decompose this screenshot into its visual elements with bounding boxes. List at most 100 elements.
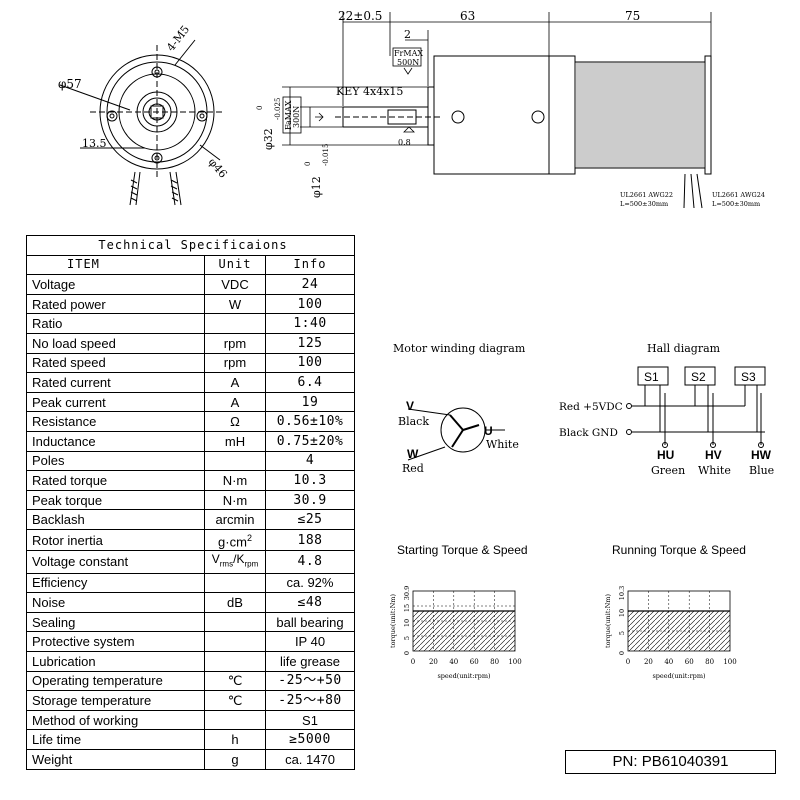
spec-info: 30.9 <box>265 489 355 511</box>
hall-red-5v: Red +5VDC <box>559 401 623 413</box>
fr-value: 500N <box>397 58 419 67</box>
table-header-row: ITEM Unit Info <box>26 254 355 276</box>
table-row: Sealing ball bearing <box>26 611 355 633</box>
unit-text: g·cm <box>218 534 247 550</box>
hall-green: Green <box>651 464 685 477</box>
spec-info: 6.4 <box>265 372 355 393</box>
fa-label: FaMAX <box>284 100 293 130</box>
spec-unit: rpm <box>204 332 266 354</box>
spec-item: Sealing <box>26 611 205 633</box>
spec-info: 24 <box>265 274 355 295</box>
spec-item: Rated power <box>26 293 205 315</box>
spec-item: Rotor inertia <box>26 528 205 552</box>
spec-item: Backlash <box>26 509 205 530</box>
hall-blue: Blue <box>749 464 774 477</box>
spec-item: Ratio <box>26 313 205 334</box>
y-tick-label: 10 <box>403 619 411 627</box>
spec-item: Resistance <box>26 411 205 432</box>
spec-unit: ℃ <box>204 670 266 692</box>
rated-area <box>413 611 515 651</box>
hall-hu: HU <box>657 448 674 462</box>
spec-info: ball bearing <box>265 611 355 633</box>
y-tick-label: 5 <box>403 636 411 640</box>
x-tick-label: 80 <box>490 658 499 666</box>
runout-label: 0.8 <box>398 138 411 147</box>
spec-unit: ℃ <box>204 690 266 711</box>
spec-unit: W <box>204 293 266 315</box>
x-tick-label: 40 <box>664 658 673 666</box>
spec-unit: g·cm2 <box>204 528 266 552</box>
spec-info: -25～+50 <box>265 670 355 692</box>
winding-white: White <box>486 438 519 451</box>
spec-unit <box>204 631 266 652</box>
spec-unit <box>204 611 266 633</box>
spec-info: 19 <box>265 391 355 413</box>
spec-unit <box>204 313 266 334</box>
y-tick-label: 10 <box>618 609 626 617</box>
dim-22-label: 22±0.5 <box>338 9 382 23</box>
spec-unit <box>204 572 266 594</box>
table-title-row: Technical Specificaions <box>26 235 355 256</box>
spec-item: Voltage constant <box>26 550 205 574</box>
fr-label: FrMAX <box>394 49 423 58</box>
spec-unit: rpm <box>204 352 266 374</box>
table-row: Operating temperature℃-25～+50 <box>26 670 355 692</box>
spec-item: Method of working <box>26 709 205 731</box>
x-tick-label: 100 <box>508 658 521 666</box>
x-tick-label: 0 <box>626 658 630 666</box>
spec-item: No load speed <box>26 332 205 354</box>
spec-unit: N·m <box>204 470 266 491</box>
x-axis-label: speed(unit:rpm) <box>437 672 491 680</box>
spec-unit: Vrms/Krpm <box>204 550 266 574</box>
dim-75-label: 75 <box>625 9 640 23</box>
winding-v: V <box>406 399 414 413</box>
phi32-label: φ32 <box>262 128 275 150</box>
part-number-box: PN: PB61040391 <box>565 750 776 774</box>
motor-fins: (function(){ var g = document.currentScr… <box>576 62 704 168</box>
y-tick-label: 15 <box>403 604 411 612</box>
spec-item: Storage temperature <box>26 690 205 711</box>
spec-item: Rated speed <box>26 352 205 374</box>
spec-unit <box>204 709 266 731</box>
unit-part: V <box>211 552 220 567</box>
y-tick-label: 0 <box>403 651 411 655</box>
unit-part: rms <box>219 559 234 569</box>
y-axis-label: torque(unit:Nm) <box>604 594 612 648</box>
hall-hw: HW <box>751 448 772 462</box>
header-unit: Unit <box>204 254 266 276</box>
x-tick-label: 20 <box>644 658 653 666</box>
x-tick-label: 60 <box>685 658 694 666</box>
spec-info: 100 <box>265 352 355 374</box>
spec-info: 10.3 <box>265 470 355 491</box>
cable2-a: UL2661 AWG24 <box>712 191 765 199</box>
spec-unit: VDC <box>204 274 266 295</box>
unit-part: rpm <box>244 559 259 569</box>
front-view <box>59 39 225 206</box>
spec-unit: dB <box>204 592 266 613</box>
key-label: KEY 4x4x15 <box>336 85 403 98</box>
x-tick-label: 20 <box>429 658 438 666</box>
spec-item: Peak torque <box>26 489 205 511</box>
winding-diagram: Motor winding diagram V Black U White W … <box>393 342 526 475</box>
spec-unit: A <box>204 391 266 413</box>
winding-black: Black <box>398 415 429 428</box>
spec-unit <box>204 651 266 672</box>
spec-info: ≥5000 <box>265 729 355 750</box>
spec-item: Operating temperature <box>26 670 205 692</box>
spec-info: IP 40 <box>265 631 355 652</box>
x-axis-label: speed(unit:rpm) <box>652 672 706 680</box>
